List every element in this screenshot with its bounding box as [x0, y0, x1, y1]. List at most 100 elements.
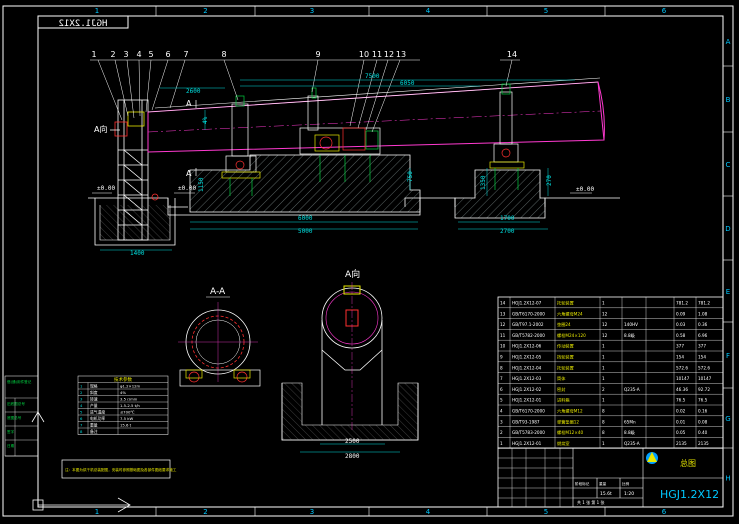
bom-cell: 8	[602, 430, 605, 435]
bom-cell: 10147	[676, 376, 690, 381]
tech-table-border	[77, 375, 169, 435]
bom-cell: 6.96	[698, 333, 708, 338]
part-number-6: 6	[165, 50, 170, 59]
drawing-name: 总图	[680, 458, 696, 468]
bom-cell: 挡轮装置	[557, 354, 574, 361]
tech-table-cell: 备注	[90, 429, 98, 434]
bom-cell: 6	[500, 387, 503, 392]
bom-cell: 1.08	[698, 311, 708, 316]
elev-right: ±0.00	[576, 186, 594, 193]
col-label-bottom-3: 3	[310, 508, 314, 516]
part-number-2: 2	[110, 50, 115, 59]
tech-table-cell: 产量	[90, 403, 98, 408]
bom-cell: 377	[698, 344, 706, 349]
bom-cell: 垫圈24	[557, 321, 571, 328]
tech-table-cell: 4%	[120, 390, 126, 395]
scale-value-3: 1:20	[624, 491, 634, 497]
row-label-G: G	[725, 415, 730, 423]
bom-cell: GB/T97.1-2002	[512, 322, 544, 327]
bom-cell: 0.16	[698, 409, 708, 414]
note-box: 注：本图为烘干机总装配图，安装时参照基础图及各部件图纸要求施工	[61, 459, 177, 479]
col-label-bottom-5: 5	[544, 508, 548, 516]
coordinate-icon	[31, 411, 131, 513]
row-label-A: A	[726, 38, 731, 46]
tech-table-cell: 15.6 t	[120, 423, 132, 428]
dim-small-d: 270	[546, 175, 553, 186]
bom-cell: 0.09	[676, 311, 686, 316]
bom-cell: 0.05	[676, 430, 686, 435]
bom-cell: 46.36	[676, 387, 688, 392]
dim-total-length: 7500	[365, 73, 380, 80]
margin-label-0: 借(通)用件登记	[7, 379, 32, 384]
col-label-bottom-1: 1	[95, 508, 99, 516]
scale-label-1: 阶段标记	[575, 481, 590, 486]
part-number-5: 5	[148, 50, 153, 59]
bom-cell: 1	[602, 355, 605, 360]
dim-small-b: 1350	[480, 175, 487, 190]
gear-drive	[299, 87, 381, 182]
tech-table-cell: 1.5-2.5 t/h	[120, 403, 140, 408]
part-number-7: 7	[183, 50, 188, 59]
bom-cell: 2135	[698, 441, 709, 446]
margin-label-4: 日期	[7, 443, 15, 448]
col-label-top-6: 6	[662, 7, 667, 15]
bom-cell: 六角螺母M12	[557, 408, 583, 415]
col-label-top-1: 1	[95, 7, 99, 15]
bom-cell: 4	[500, 409, 503, 414]
sheet-count: 共 1 张 第 1 张	[577, 499, 604, 505]
drawing-code: HGJ1.2X12	[660, 488, 719, 501]
margin-label-1: 旧底图总号	[7, 401, 25, 406]
bom-cell: 76.5	[698, 398, 708, 403]
col-label-top-3: 3	[310, 7, 314, 15]
bom-cell: HGJ1.2X12-06	[512, 344, 542, 349]
bom-cell: 8	[602, 409, 605, 414]
note-text: 注：本图为烘干机总装配图，安装时参照基础图及各部件图纸要求施工	[65, 467, 177, 472]
bom-cell: 76.5	[676, 398, 686, 403]
bom-cell: 0.08	[698, 419, 708, 424]
drawing-frame	[2, 5, 734, 517]
col-label-bottom-2: 2	[203, 508, 207, 516]
bom-cell: Q235-A	[624, 387, 640, 392]
dim-slope: 4%	[202, 116, 209, 124]
part-leaders	[90, 59, 520, 133]
tech-table-cell: 3.5 r/min	[120, 397, 138, 402]
dim-segment-a: 2600	[186, 88, 201, 95]
bom-cell: 0.03	[676, 322, 686, 327]
row-label-F: F	[726, 352, 730, 360]
tech-table-cell: 7.5 kW	[120, 416, 133, 421]
bom-cell: GB/T6170-2000	[512, 409, 545, 414]
bom-cell: 0.01	[676, 419, 686, 424]
tech-table-cell: 6	[80, 416, 83, 421]
col-label-bottom-4: 4	[426, 508, 431, 516]
bom-cell: 1	[602, 301, 605, 306]
view-marker-a: A向	[94, 124, 107, 134]
tech-table-cell: φ1.2×12m	[120, 384, 141, 389]
view-a-end: A向 2500 2800	[281, 268, 419, 460]
bom-cell: 2	[500, 430, 503, 435]
row-label-B: B	[726, 96, 731, 104]
tech-table-cell: 5	[80, 410, 83, 415]
corner-stamp-text: HGJ1.2X12	[59, 19, 108, 29]
bom-cell: 2	[602, 387, 605, 392]
col-label-top-4: 4	[426, 7, 431, 15]
dim-base-right-1: 1700	[500, 215, 515, 222]
bom-cell: 8.8级	[624, 429, 636, 436]
dim-small-a: 750	[407, 171, 414, 182]
scale-value-2: 15.6t	[600, 491, 612, 497]
part-number-14: 14	[507, 50, 517, 59]
tech-table-cell: 斜度	[90, 390, 98, 395]
section-markers: A向 A A	[94, 99, 197, 178]
bom-cell: 154	[698, 355, 706, 360]
bom-cell: HGJ1.2X12-01	[512, 441, 542, 446]
section-aa-label: A-A	[210, 287, 226, 297]
bom-cell: 托轮装置	[557, 300, 574, 307]
row-label-C: C	[726, 161, 731, 169]
section-rollers	[179, 369, 261, 387]
part-number-9: 9	[315, 50, 320, 59]
bom-cell: 传动装置	[557, 343, 574, 350]
margin-label-3: 签字	[7, 429, 15, 434]
